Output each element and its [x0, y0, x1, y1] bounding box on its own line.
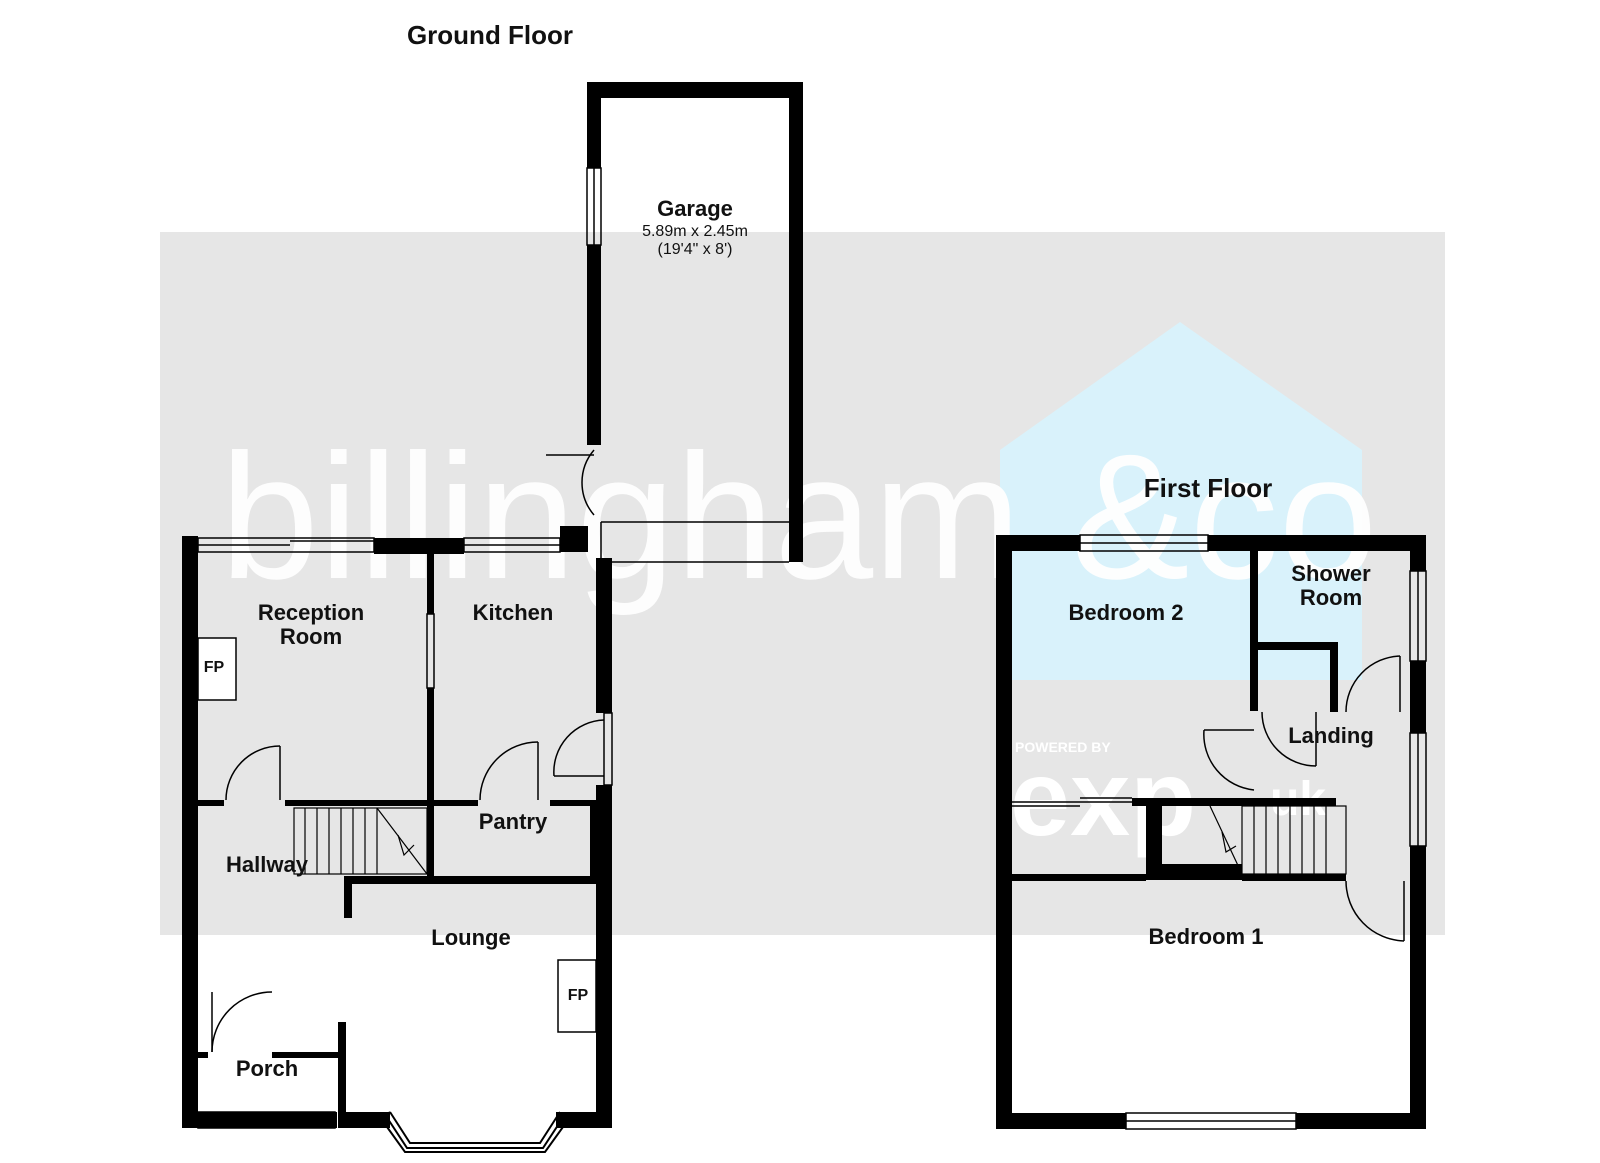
watermark-house: [1000, 322, 1362, 680]
watermark-powered-by: POWERED BY: [1015, 739, 1111, 755]
ground-floor-stairs: [293, 807, 428, 875]
pantry-label: Pantry: [479, 809, 548, 834]
reception-fp-label: FP: [204, 659, 225, 676]
first-floor-windows: [1012, 534, 1427, 1130]
garage-walls: [587, 82, 803, 562]
garage-door-icon: [546, 449, 595, 516]
first-floor-stairs: [1209, 805, 1347, 875]
first-floor-walls: [996, 535, 1426, 1129]
garage-label: Garage: [657, 196, 733, 221]
reception-room-label-line1: Reception: [258, 600, 364, 625]
garage-front-door: [600, 521, 789, 563]
bedroom1-label: Bedroom 1: [1149, 924, 1264, 949]
first-floor-title: First Floor: [1144, 473, 1273, 503]
garage-dims-imperial: (19'4" x 8'): [658, 241, 733, 258]
hallway-label: Hallway: [226, 852, 309, 877]
lounge-fireplace: [557, 959, 597, 1033]
porch-label: Porch: [236, 1056, 298, 1081]
ground-floor-windows: [197, 537, 613, 1129]
garage-dims-metric: 5.89m x 2.45m: [642, 223, 748, 240]
reception-room-label-line2: Room: [280, 624, 342, 649]
lounge-fp-label: FP: [568, 987, 589, 1004]
bedroom2-label: Bedroom 2: [1069, 600, 1184, 625]
landing-label: Landing: [1288, 723, 1374, 748]
ground-floor-title: Ground Floor: [407, 20, 573, 50]
first-floor-doors: [1203, 655, 1405, 942]
ground-floor-doors: [211, 719, 605, 1053]
reception-fireplace: [197, 637, 237, 701]
lounge-label: Lounge: [431, 925, 510, 950]
kitchen-label: Kitchen: [473, 600, 554, 625]
shower-room-label-line2: Room: [1300, 585, 1362, 610]
shower-room-label-line1: Shower: [1291, 561, 1371, 586]
garage-window: [586, 167, 602, 246]
lounge-bay-window: [381, 1111, 569, 1153]
